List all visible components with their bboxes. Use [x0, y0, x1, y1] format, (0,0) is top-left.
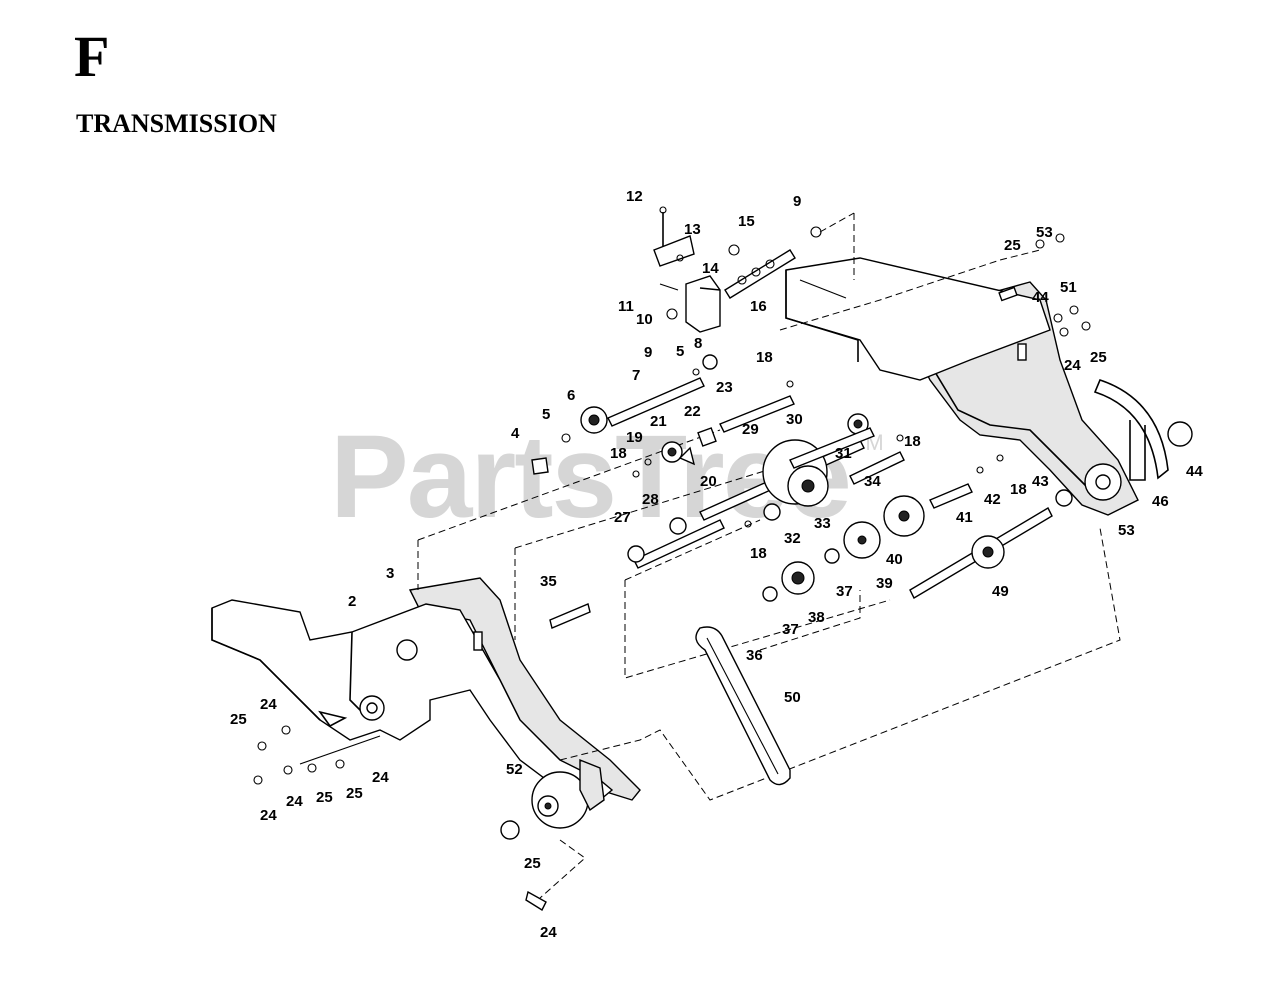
shafts-and-gears	[500, 354, 1193, 912]
callout: 9	[793, 193, 801, 210]
left-housing	[211, 577, 641, 829]
section-title: TRANSMISSION	[76, 109, 277, 138]
callout: 53	[1118, 522, 1135, 539]
callout: 22	[684, 403, 701, 420]
callout: 25	[316, 789, 333, 806]
callout: 25	[346, 785, 363, 802]
callout: 37	[782, 621, 799, 638]
callout: 6	[567, 387, 575, 404]
callout: 31	[835, 445, 852, 462]
callout: 10	[636, 311, 653, 328]
callout: 32	[784, 530, 801, 547]
callout: 33	[814, 515, 831, 532]
callout: 28	[642, 491, 659, 508]
callout: 4	[511, 425, 520, 442]
callout: 18	[756, 349, 773, 366]
callout: 19	[626, 429, 643, 446]
callout: 2	[348, 593, 356, 610]
callout: 18	[1010, 481, 1027, 498]
callout: 24	[286, 793, 303, 810]
callout: 36	[746, 647, 763, 664]
callout: 13	[684, 221, 701, 238]
callout: 41	[956, 509, 973, 526]
callout: 7	[632, 367, 640, 384]
callout: 38	[808, 609, 825, 626]
callout: 49	[992, 583, 1009, 600]
callout: 44	[1186, 463, 1203, 480]
callout: 21	[650, 413, 667, 430]
callout: 20	[700, 473, 717, 490]
callout: 3	[386, 565, 394, 582]
callout: 25	[230, 711, 247, 728]
callout: 24	[260, 807, 277, 824]
callout: 43	[1032, 473, 1049, 490]
hardware	[253, 233, 1091, 785]
callout: 18	[904, 433, 921, 450]
callout: 25	[1004, 237, 1021, 254]
right-housing	[785, 257, 1169, 516]
callout: 24	[372, 769, 389, 786]
callout: 34	[864, 473, 881, 490]
callout: 37	[836, 583, 853, 600]
callout: 29	[742, 421, 759, 438]
callout: 35	[540, 573, 557, 590]
callout: 23	[716, 379, 733, 396]
shift-assembly	[653, 206, 822, 333]
callout: 24	[260, 696, 277, 713]
callout: 39	[876, 575, 893, 592]
callout: 18	[610, 445, 627, 462]
callout: 5	[542, 406, 550, 423]
callout: 24	[1064, 357, 1081, 374]
callout: 15	[738, 213, 755, 230]
callout: 27	[614, 509, 631, 526]
callout: 12	[626, 188, 643, 205]
section-letter: F	[74, 24, 110, 89]
callout: 11	[618, 298, 634, 315]
callout: 40	[886, 551, 903, 568]
callout: 51	[1060, 279, 1077, 296]
callout: 25	[524, 855, 541, 872]
callout: 25	[1090, 349, 1107, 366]
callout: 5	[676, 343, 684, 360]
callout: 9	[644, 344, 652, 361]
callout: 46	[1152, 493, 1169, 510]
callout: 52	[506, 761, 523, 778]
callout: 42	[984, 491, 1001, 508]
callout: 53	[1036, 224, 1053, 241]
callout: 18	[750, 545, 767, 562]
callout: 30	[786, 411, 803, 428]
callout: 8	[694, 335, 702, 352]
callout: 14	[702, 260, 719, 277]
callout: 50	[784, 689, 801, 706]
callout-labels: 12 13 15 9 14 16 11 10 9 5 8 7 18 6 5 23…	[230, 188, 1203, 941]
callout: 24	[540, 924, 557, 941]
callout: 16	[750, 298, 767, 315]
callout: 44	[1032, 289, 1049, 306]
